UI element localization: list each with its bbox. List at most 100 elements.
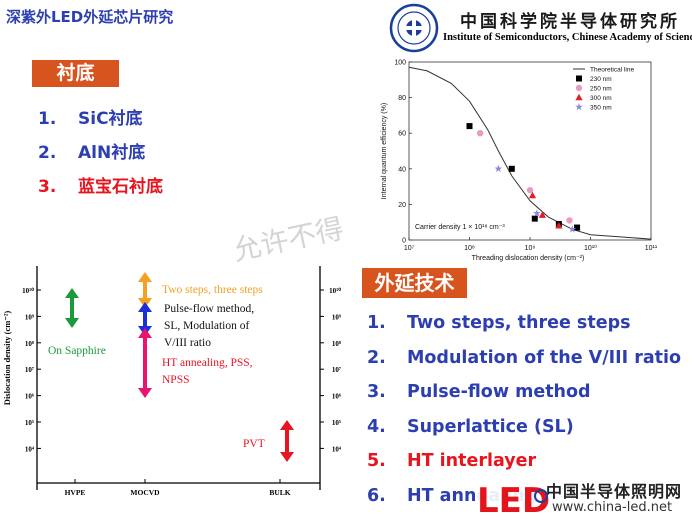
china-led-logo: LED — [475, 476, 692, 521]
chart-legend: Theoretical line 230 nm 250 nm 300 nm 350 nm — [573, 67, 634, 112]
left-tick-label: 10⁵ — [25, 419, 34, 427]
chart-axes — [408, 61, 652, 241]
data-point — [508, 165, 515, 172]
substrate-item-number: 3. — [38, 177, 57, 197]
institute-name-en: Institute of Semiconductors, Chinese Aca… — [443, 32, 692, 43]
y-tick-label: 0 — [402, 238, 406, 245]
pink-arrow — [138, 328, 152, 398]
chart-points — [466, 123, 581, 233]
right-tick-label: 10⁷ — [332, 366, 341, 374]
x-tick-label: 10⁷ — [404, 245, 415, 252]
two-steps-label: Two steps, three steps — [162, 284, 263, 296]
legend-label: 300 nm — [590, 95, 612, 102]
data-point — [555, 221, 563, 229]
data-point — [533, 209, 541, 217]
chart-y-label: Internal quantum efficiency (%) — [381, 103, 388, 199]
pulse-flow-label: SL, Modulation of — [164, 320, 249, 332]
legend-label: 350 nm — [590, 105, 612, 112]
left-tick-label: 10⁷ — [25, 366, 34, 374]
iqe-chart: 0 20 40 60 80 100 10⁷ 10⁸ 10⁹ 10¹⁰ 10¹¹ Theoretica… — [381, 60, 658, 263]
dislocation-annotations: On Sapphire Two steps, three stepsPulse-f… — [48, 284, 265, 450]
category-label: HVPE — [65, 488, 86, 497]
right-tick-label: 10⁶ — [332, 393, 341, 401]
x-tick-label: 10⁹ — [525, 245, 536, 252]
pulse-flow-label: V/III ratio — [164, 337, 211, 349]
substrate-item-3: 3. 蓝宝石衬底 — [38, 172, 163, 197]
substrate-item-2: 2. AlN衬底 — [38, 138, 145, 163]
substrate-heading: 衬底 — [32, 60, 119, 87]
epitaxy-item-label: Two steps, three steps — [407, 313, 631, 333]
y-tick-label: 20 — [398, 202, 406, 209]
ht-annealing-label: HT annealing, PSS, — [162, 357, 253, 369]
data-point — [566, 217, 573, 224]
y-tick-label: 100 — [394, 60, 406, 67]
epitaxy-item-3: 3. Pulse-flow method — [367, 382, 591, 402]
legend-marker — [576, 75, 582, 82]
x-tick-label: 10¹⁰ — [584, 244, 597, 252]
epitaxy-item-label: Superlattice (SL) — [407, 416, 574, 437]
right-tick-label: 10¹⁰ — [329, 287, 341, 295]
pvt-red-arrow — [280, 420, 294, 462]
substrate-item-label: 蓝宝石衬底 — [78, 177, 163, 197]
right-tick-label: 10⁹ — [332, 313, 341, 321]
footer-site-name: 中国半导体照明网 — [546, 482, 683, 501]
epitaxy-item-label: Pulse-flow method — [407, 382, 591, 402]
data-point — [574, 224, 581, 231]
epitaxy-item-number: 5. — [367, 451, 386, 471]
left-tick-label: 10⁹ — [25, 313, 34, 321]
epitaxy-item-label: HT interlayer — [407, 451, 537, 471]
y-tick-label: 40 — [398, 166, 406, 173]
legend-label: Theoretical line — [590, 67, 634, 74]
epitaxy-item-number: 3. — [367, 382, 386, 402]
y-tick-label: 60 — [398, 131, 406, 138]
epitaxy-item-number: 1. — [367, 313, 386, 333]
carrier-density-annotation: Carrier density 1 × 10¹⁸ cm⁻³ — [415, 224, 505, 231]
substrate-item-label: AlN衬底 — [78, 143, 146, 163]
substrate-item-number: 1. — [38, 109, 57, 129]
dislocation-y-label: Dislocation density (cm⁻²) — [2, 311, 12, 406]
left-tick-label: 10⁴ — [25, 445, 35, 453]
epitaxy-item-1: 1. Two steps, three steps — [367, 313, 631, 333]
substrate-item-number: 2. — [38, 143, 57, 163]
ht-annealing-label: NPSS — [162, 374, 190, 386]
sapphire-green-arrow — [65, 288, 79, 328]
data-point — [476, 130, 484, 137]
x-tick-label: 10¹¹ — [645, 245, 658, 252]
legend-marker — [575, 84, 583, 92]
right-tick-label: 10⁸ — [332, 340, 341, 348]
legend-label: 250 nm — [590, 86, 612, 93]
on-sapphire-label: On Sapphire — [48, 345, 106, 357]
institute-logo — [389, 3, 439, 53]
legend-marker — [575, 93, 583, 101]
epitaxy-item-label: Modulation of the V/III ratio — [407, 347, 682, 368]
data-point — [466, 123, 473, 130]
chart-ticks: 0 20 40 60 80 100 10⁷ 10⁸ 10⁹ 10¹⁰ 10¹¹ — [394, 60, 658, 253]
data-point — [528, 191, 537, 199]
left-tick-label: 10⁶ — [25, 393, 34, 401]
left-tick-label: 10¹⁰ — [22, 287, 34, 295]
legend-label: 230 nm — [590, 76, 612, 83]
epitaxy-item-5: 5. HT interlayer — [367, 451, 536, 471]
chart-frame — [408, 61, 652, 241]
chart-x-label: Threading dislocation density (cm⁻²) — [472, 255, 585, 262]
epitaxy-item-number: 6. — [367, 485, 386, 506]
data-point — [568, 225, 577, 233]
footer-url[interactable]: www.china-led.net — [552, 500, 673, 515]
right-tick-label: 10⁴ — [332, 445, 342, 453]
pulse-flow-label: Pulse-flow method, — [164, 303, 254, 315]
epitaxy-heading: 外延技术 — [362, 268, 467, 298]
theoretical-line — [408, 66, 652, 240]
x-tick-label: 10⁸ — [464, 245, 475, 252]
y-tick-label: 80 — [398, 95, 406, 102]
epitaxy-item-number: 4. — [367, 416, 386, 437]
epitaxy-item-number: 2. — [367, 347, 386, 368]
substrate-item-label: SiC衬底 — [78, 109, 143, 129]
dislocation-arrows — [65, 272, 294, 462]
data-point — [531, 215, 538, 222]
data-point — [526, 186, 534, 194]
category-label: MOCVD — [130, 488, 160, 497]
substrate-item-1: 1. SiC衬底 — [38, 104, 143, 129]
data-point — [538, 211, 546, 218]
